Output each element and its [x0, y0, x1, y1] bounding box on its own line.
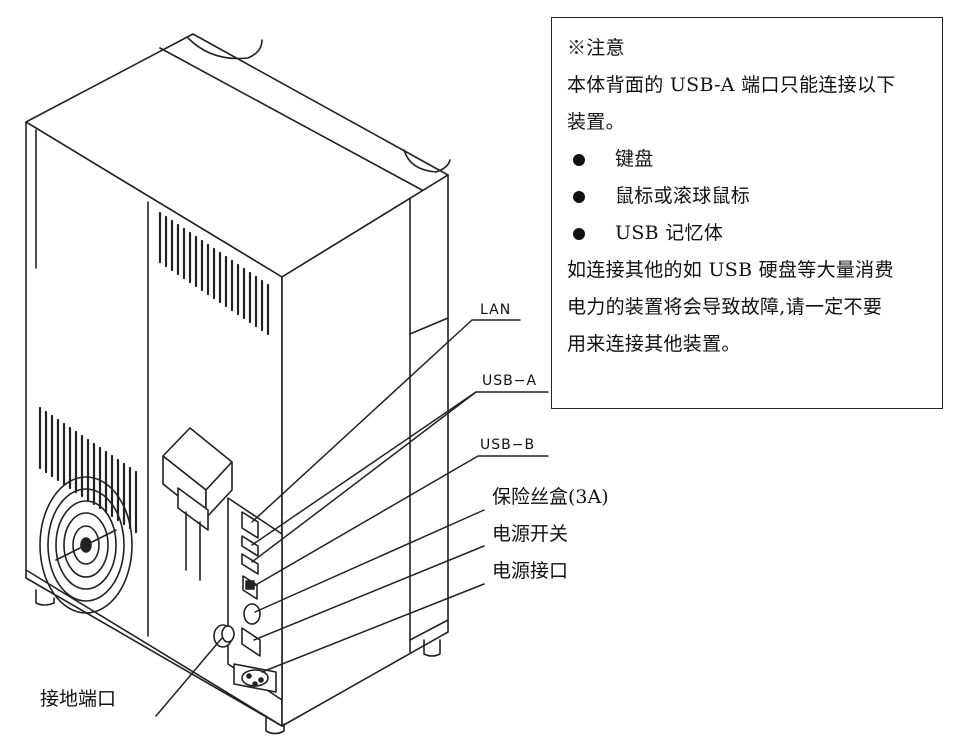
top-cylinder-left [187, 37, 263, 60]
fuse-box [243, 603, 261, 625]
notice-text-line-5: 用来连接其他装置。 [567, 333, 741, 355]
usb-a-label: USB−A [482, 373, 538, 389]
bullet-icon [573, 153, 585, 166]
notice-title: ※注意 [567, 37, 625, 59]
notice-item-mouse: 鼠标或滚球鼠标 [567, 178, 928, 215]
notice-item-keyboard: 键盘 [567, 141, 928, 178]
notice-text-line-3: 如连接其他的如 USB 硬盘等大量消费 [567, 259, 894, 281]
notice-text-line-1: 本体背面的 USB-A 端口只能连接以下 [567, 74, 896, 96]
fan-grille [39, 476, 133, 614]
notice-item-label: 键盘 [615, 148, 654, 170]
foot-right [423, 639, 441, 657]
notice-item-label: USB 记忆体 [615, 222, 724, 244]
lan-port [241, 511, 259, 539]
ground-leader [155, 637, 223, 717]
usb-b-label: USB−B [480, 437, 536, 453]
ground-label: 接地端口 [40, 688, 117, 710]
bullet-icon [573, 227, 585, 240]
lower-vent [38, 406, 138, 534]
notice-text-line-2: 装置。 [567, 111, 625, 133]
leader-lines [155, 319, 549, 717]
cable-bracket [162, 427, 233, 581]
notice-box: ※注意 本体背面的 USB-A 端口只能连接以下 装置。 键盘 鼠标或滚球鼠标 … [551, 17, 943, 409]
foot-left [35, 589, 55, 606]
inlet-leader [261, 583, 485, 673]
rear-port-panel [227, 497, 283, 701]
usb-b-leader [253, 455, 549, 587]
lan-label: LAN [480, 302, 512, 318]
fuse-label: 保险丝盒(3A) [492, 486, 609, 508]
fuse-leader [254, 509, 485, 613]
foot-bottom [265, 715, 285, 735]
upper-vent [158, 211, 270, 336]
top-cylinder-right [403, 149, 451, 173]
bullet-icon [573, 190, 585, 203]
power-switch [241, 627, 261, 657]
notice-item-usb-memory: USB 记忆体 [567, 215, 928, 252]
notice-item-label: 鼠标或滚球鼠标 [615, 185, 751, 207]
power-inlet-label: 电源接口 [492, 560, 569, 582]
switch-leader [253, 545, 485, 641]
notice-text-line-4: 电力的装置将会导致故障,请一定不要 [567, 296, 883, 318]
usb-a-port [241, 535, 259, 557]
power-switch-label: 电源开关 [492, 523, 569, 545]
lan-leader [251, 319, 521, 523]
